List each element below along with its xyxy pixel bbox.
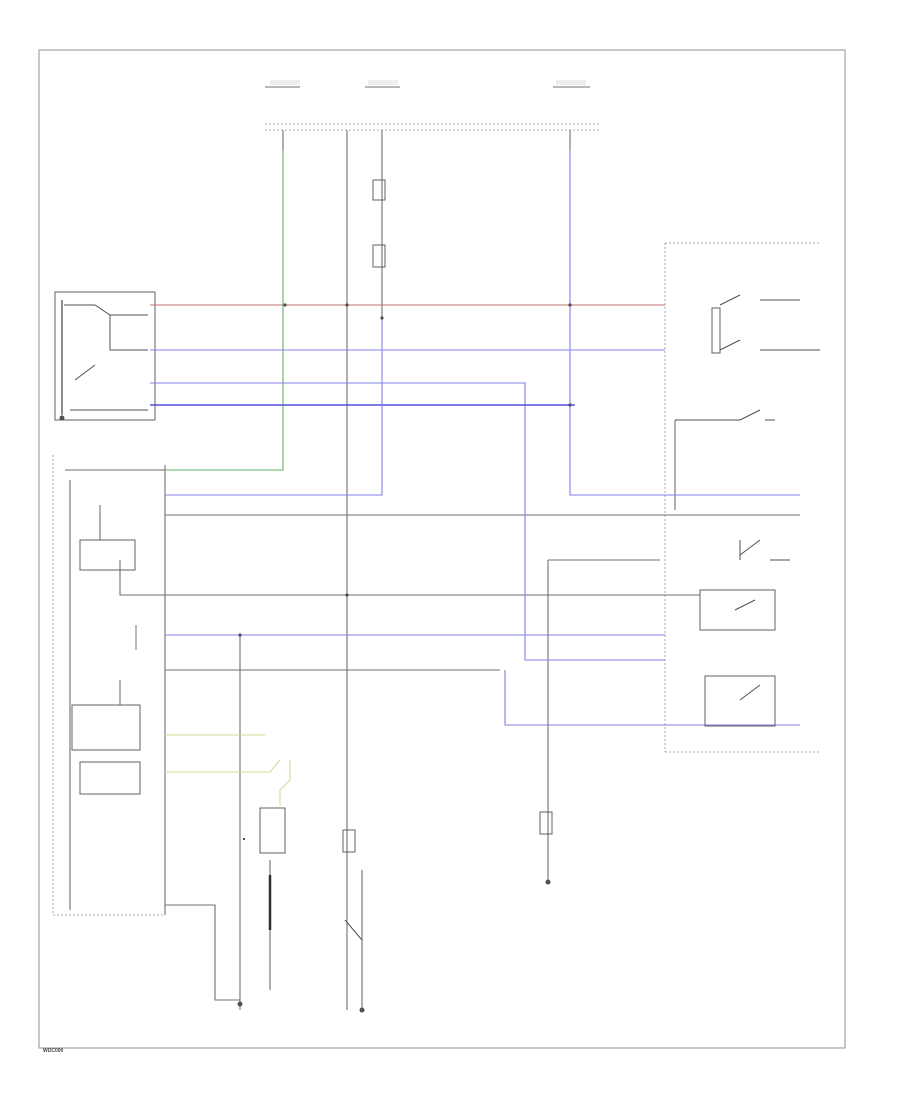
diagram-border [38,49,846,1049]
junction-dots [237,303,572,1013]
blue-wires [150,150,800,726]
footer-code: WDC000 [43,1048,64,1054]
left-modules [71,539,141,795]
combination-switch [54,291,156,421]
black-wires [65,130,800,1010]
green-wires [165,150,284,471]
fuse-box-header [265,80,600,131]
center-components [243,179,553,941]
right-switches [675,294,820,727]
control-unit-frame [52,455,165,916]
yellow-wires [165,734,291,805]
switch-panel-frame [664,242,820,753]
